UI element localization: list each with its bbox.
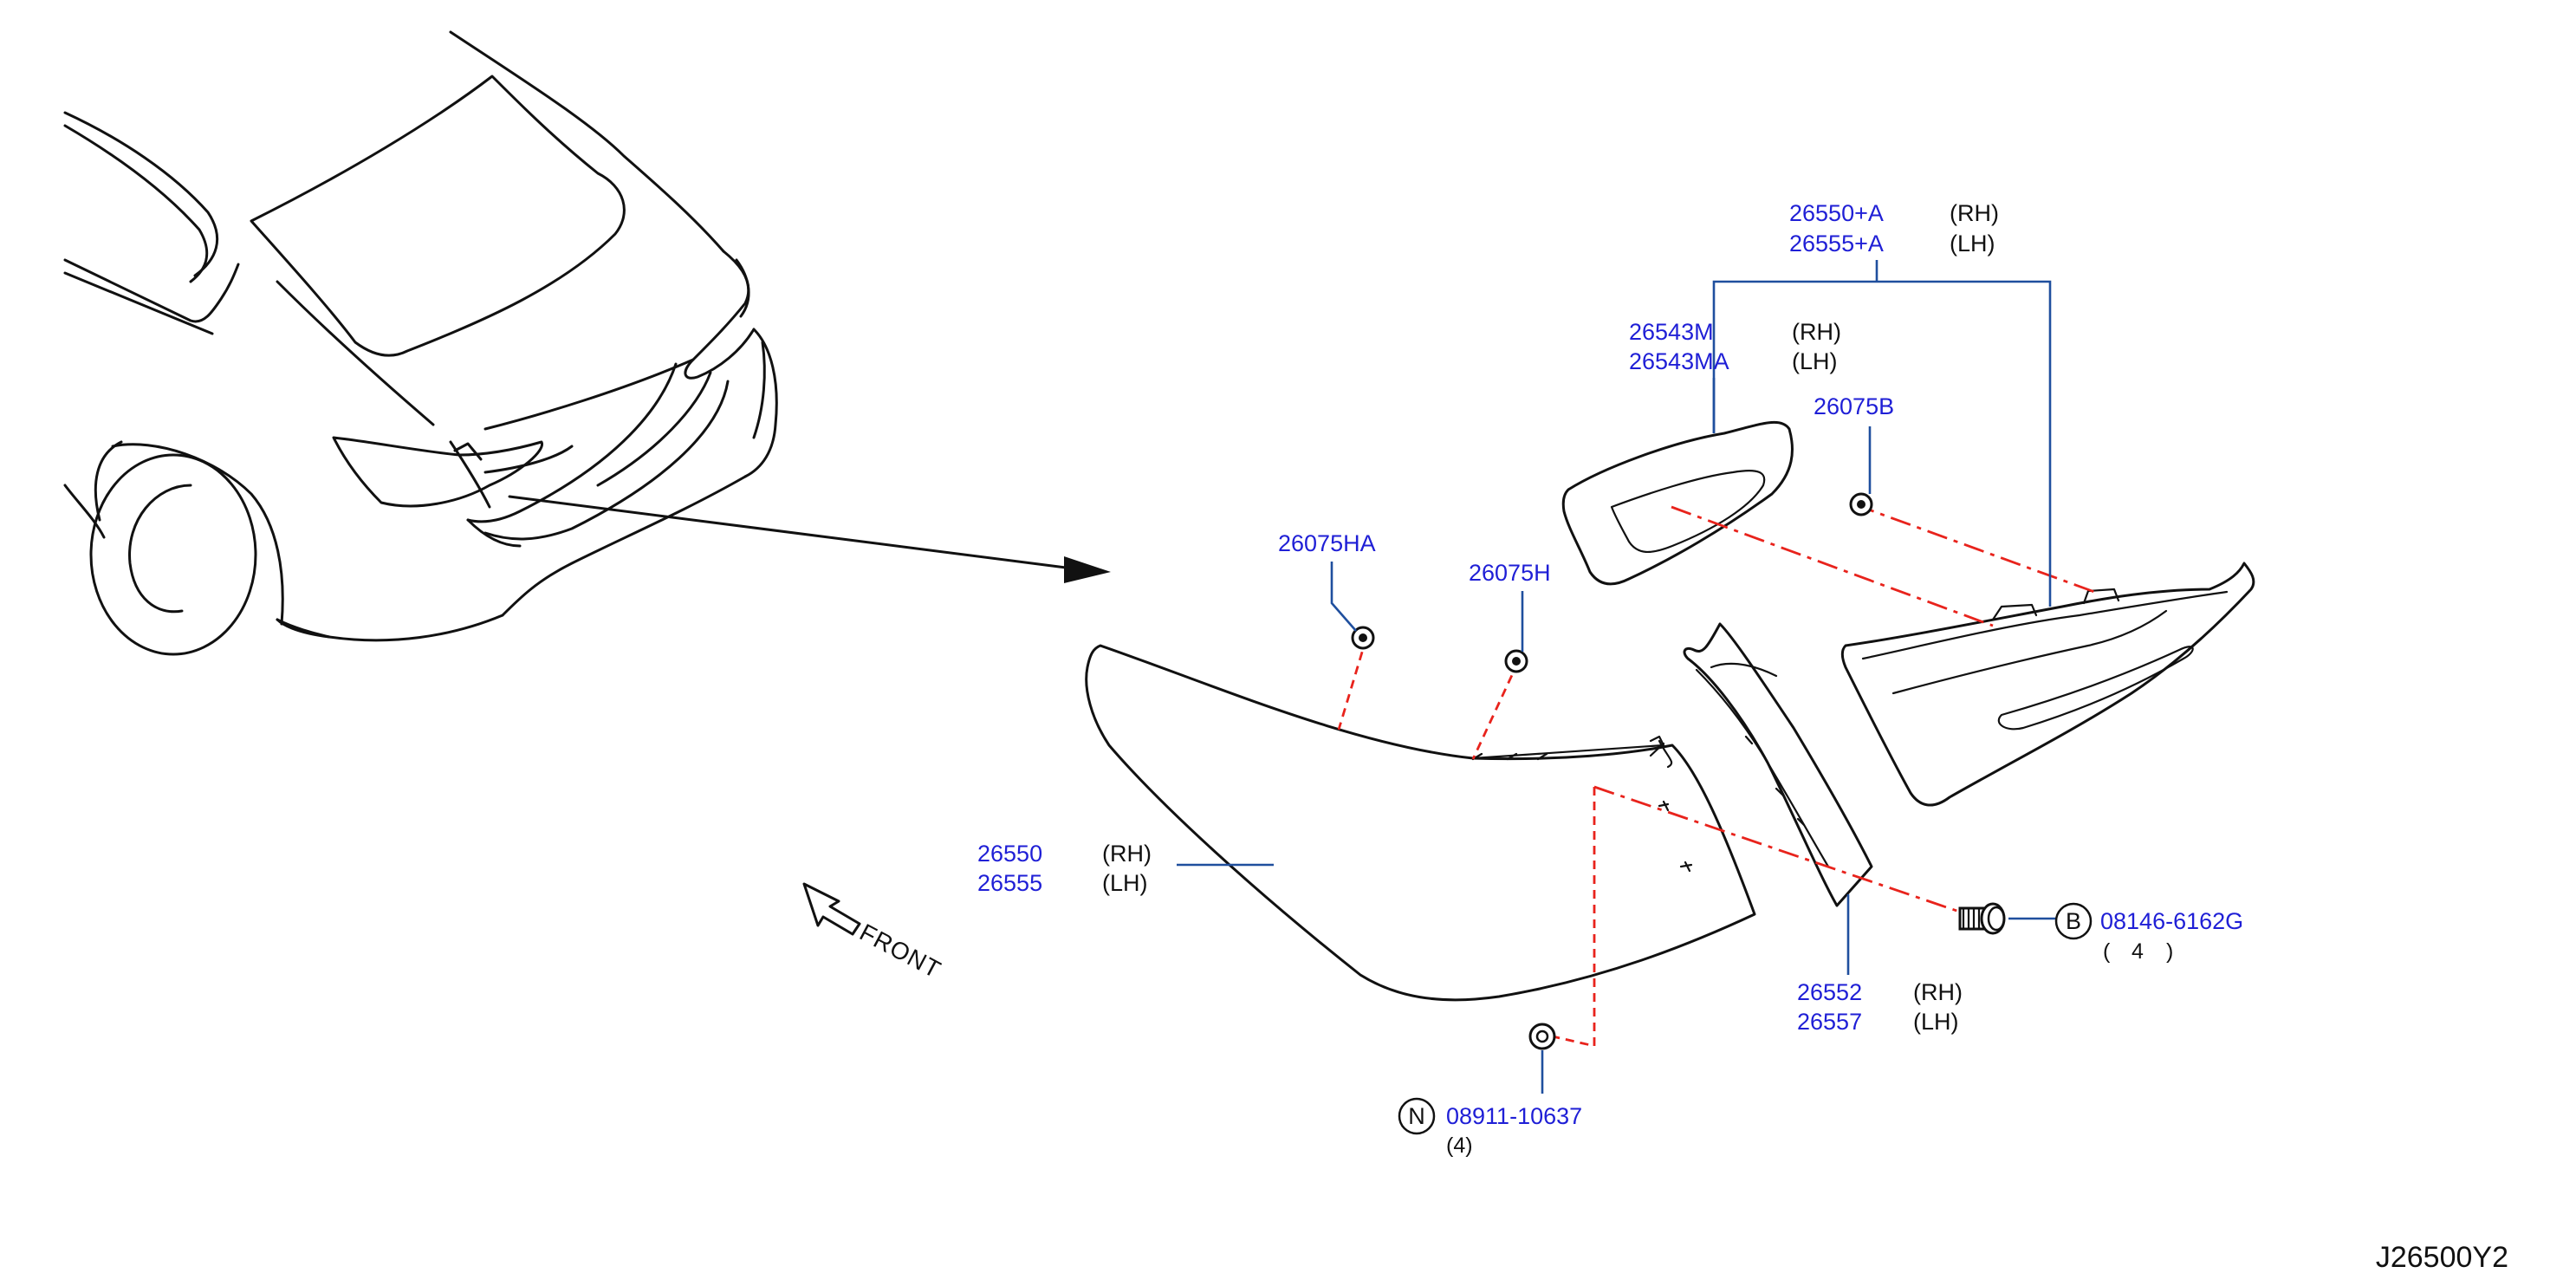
side-label: (RH) <box>1792 319 1841 345</box>
side-label: (LH) <box>1950 231 1995 257</box>
callout-nut: N 08911-10637 (4) <box>1398 1097 1582 1158</box>
bolt-icon <box>1958 902 2006 935</box>
callout-clip-ha: 26075HA <box>1278 530 1376 556</box>
quantity-open: ( <box>2103 939 2111 964</box>
pointer-arrowhead-icon <box>1064 556 1111 583</box>
part-number: 26550+A <box>1789 200 1884 226</box>
leader-lines <box>1177 260 2055 1094</box>
quantity-close: ) <box>2166 939 2173 964</box>
side-label: (RH) <box>1913 979 1963 1005</box>
quantity: 4 <box>2132 939 2144 964</box>
clip-icon <box>1504 649 1528 673</box>
side-label: (LH) <box>1913 1009 1959 1035</box>
part-number: 08146-6162G <box>2100 908 2243 934</box>
part-number: 26543M <box>1629 319 1714 345</box>
part-number: 26552 <box>1797 979 1862 1005</box>
diagram-reference-code: J26500Y2 <box>2376 1241 2508 1274</box>
side-label: (RH) <box>1950 200 1999 226</box>
part-number: 26557 <box>1797 1009 1862 1035</box>
callout-inner-lamp: 26543M (RH) 26543MA (LH) <box>1629 319 1841 374</box>
part-number: 26543MA <box>1629 348 1729 374</box>
rear-combination-lamp-outer <box>1085 644 1756 1002</box>
side-label: (LH) <box>1102 870 1148 896</box>
clip-icon <box>1351 626 1375 650</box>
part-number: 26555+A <box>1789 231 1884 257</box>
callout-assembly: 26550+A (RH) 26555+A (LH) <box>1789 200 1999 257</box>
nut-symbol: N <box>1408 1103 1425 1129</box>
bolt-symbol: B <box>2066 908 2081 934</box>
rear-combination-lamp-inner <box>1840 562 2255 807</box>
bolt-symbol-circle <box>2054 902 2093 940</box>
part-number: 26555 <box>977 870 1042 896</box>
nut-icon <box>1528 1023 1556 1050</box>
quantity: (4) <box>1446 1133 1473 1158</box>
part-number: 08911-10637 <box>1446 1103 1582 1129</box>
callout-clip-h: 26075H <box>1469 560 1551 586</box>
vehicle-rear-illustration <box>63 30 1111 656</box>
clip-icon <box>1849 492 1873 516</box>
side-label: (RH) <box>1102 841 1152 867</box>
part-number: 26075H <box>1469 560 1551 586</box>
front-direction-arrow-icon <box>802 882 861 936</box>
part-number: 26075B <box>1814 393 1894 419</box>
callout-garnish: 26552 (RH) 26557 (LH) <box>1797 979 1963 1035</box>
nut-symbol-circle <box>1398 1097 1436 1135</box>
fastening-lines <box>1337 503 2098 1048</box>
callout-bolt: B 08146-6162G ( 4 ) <box>2054 902 2243 964</box>
callout-clip-b: 26075B <box>1814 393 1894 419</box>
part-number: 26075HA <box>1278 530 1376 556</box>
front-direction-label: FRONT <box>855 919 945 984</box>
part-number: 26550 <box>977 841 1042 867</box>
lamp-finisher-garnish <box>1683 622 1873 907</box>
callout-outer-lamp: 26550 (RH) 26555 (LH) <box>977 841 1152 896</box>
side-label: (LH) <box>1792 348 1838 374</box>
inner-lamp-housing <box>1561 420 1794 586</box>
